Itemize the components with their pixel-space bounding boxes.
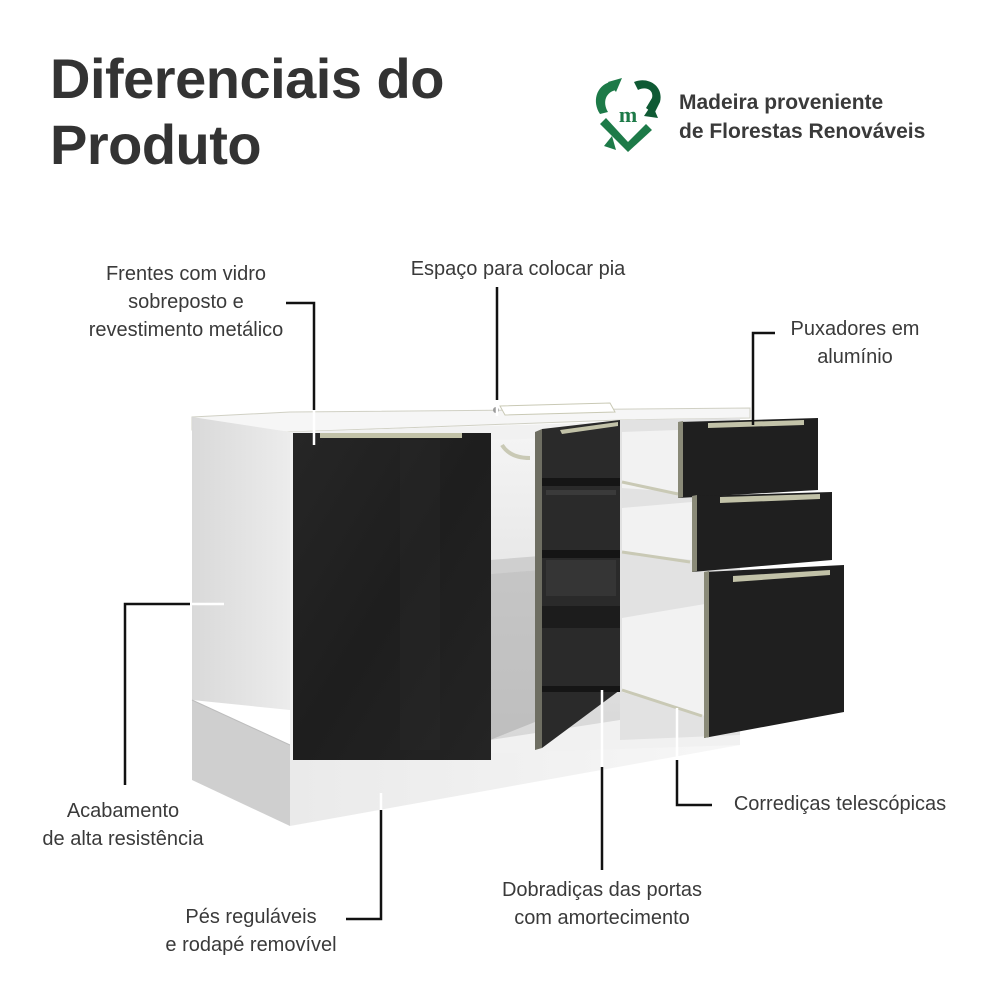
renewable-wood-badge: m Madeira proveniente de Florestas Renov… (588, 74, 968, 154)
telescopic-slide (621, 480, 679, 496)
callout-feet: Pés reguláveis e rodapé removível (165, 906, 337, 956)
leader-lines (123, 287, 775, 921)
aluminum-handle (320, 433, 462, 438)
callout-fronts: Frentes com vidro sobreposto e revestime… (88, 263, 284, 341)
callout-handles: Puxadores em alumínio (790, 318, 920, 368)
callout-slides: Corrediças telescópicas (733, 793, 947, 815)
drawers (621, 418, 844, 738)
badge-line-2: de Florestas Renováveis (679, 120, 926, 143)
left-door (293, 433, 491, 760)
callout-hinges: Dobradiças das portas com amortecimento (501, 879, 703, 929)
aluminum-handle (708, 420, 804, 428)
aluminum-handle (733, 570, 830, 582)
hinge (542, 550, 620, 558)
telescopic-slide (621, 550, 691, 564)
aluminum-handle (560, 422, 618, 434)
recycle-heart-m-icon: m (595, 78, 661, 152)
callout-finish: Acabamento de alta resistência (42, 800, 204, 850)
title-line-1: Diferenciais do (50, 47, 444, 110)
page-title: Diferenciais do Produto (50, 46, 444, 178)
badge-text: Madeira proveniente de Florestas Renováv… (679, 88, 925, 146)
hinge (542, 478, 620, 486)
callout-sink: Espaço para colocar pia (410, 258, 626, 280)
aluminum-handle (720, 494, 820, 503)
badge-line-1: Madeira proveniente (679, 91, 884, 114)
svg-text:m: m (619, 102, 637, 127)
telescopic-slide (621, 688, 703, 718)
open-door (535, 420, 620, 750)
title-line-2: Produto (50, 113, 262, 176)
hinge (542, 686, 620, 692)
